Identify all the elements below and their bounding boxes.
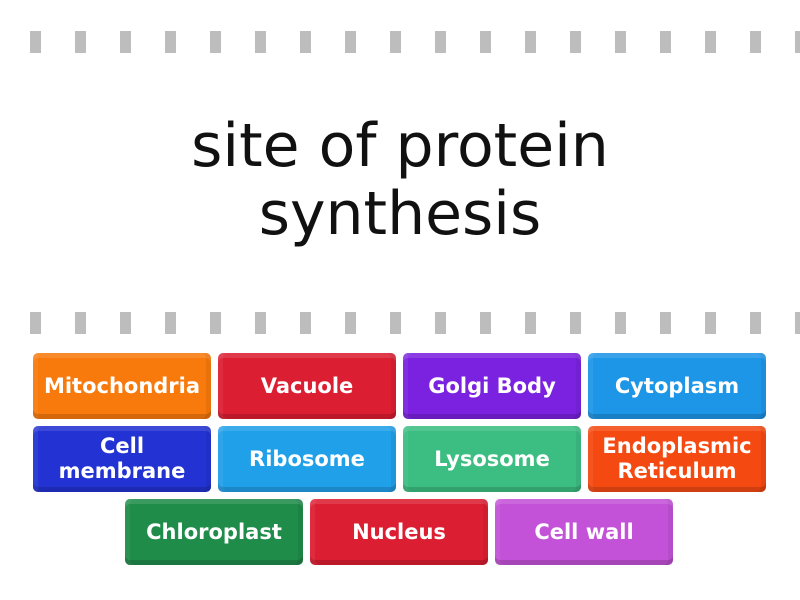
bottom-separator	[0, 312, 800, 334]
separator-dash	[705, 312, 716, 334]
separator-dash	[750, 312, 761, 334]
answer-label: Ribosome	[249, 446, 365, 471]
separator-dash	[390, 312, 401, 334]
separator-dash	[795, 312, 800, 334]
answer-label: Cell wall	[534, 519, 634, 544]
answer-label: Lysosome	[434, 446, 550, 471]
answer-label: Mitochondria	[43, 373, 201, 398]
separator-dash	[30, 312, 41, 334]
separator-dash	[570, 31, 581, 53]
separator-dash	[390, 31, 401, 53]
separator-dash	[570, 312, 581, 334]
separator-dash	[120, 312, 131, 334]
separator-dash	[525, 31, 536, 53]
separator-dash	[165, 312, 176, 334]
separator-dash	[120, 31, 131, 53]
separator-dash	[615, 312, 626, 334]
separator-dash	[660, 312, 671, 334]
answer-label: Endoplasmic Reticulum	[602, 434, 752, 483]
separator-dash	[30, 31, 41, 53]
answer-tile-vacuole[interactable]: Vacuole	[218, 353, 396, 419]
answer-label: Golgi Body	[428, 373, 556, 398]
separator-dash	[480, 31, 491, 53]
answer-tile-chloroplast[interactable]: Chloroplast	[125, 499, 303, 565]
separator-dash	[525, 312, 536, 334]
separator-dash	[75, 31, 86, 53]
answer-tile-nucleus[interactable]: Nucleus	[310, 499, 488, 565]
answer-tile-golgi-body[interactable]: Golgi Body	[403, 353, 581, 419]
separator-dash	[435, 312, 446, 334]
answer-tile-mitochondria[interactable]: Mitochondria	[33, 353, 211, 419]
separator-dash	[75, 312, 86, 334]
top-separator	[0, 31, 800, 53]
answer-label: Chloroplast	[146, 519, 282, 544]
answer-label: Nucleus	[352, 519, 446, 544]
answer-tile-endoplasmic-reticulum[interactable]: Endoplasmic Reticulum	[588, 426, 766, 492]
separator-dash	[615, 31, 626, 53]
separator-dash	[300, 312, 311, 334]
answer-tile-lysosome[interactable]: Lysosome	[403, 426, 581, 492]
separator-dash	[435, 31, 446, 53]
separator-dash	[345, 312, 356, 334]
separator-dash	[795, 31, 800, 53]
answer-tile-cytoplasm[interactable]: Cytoplasm	[588, 353, 766, 419]
answer-label: Vacuole	[260, 373, 354, 398]
separator-dash	[480, 312, 491, 334]
separator-dash	[300, 31, 311, 53]
answer-tile-cell-wall[interactable]: Cell wall	[495, 499, 673, 565]
answer-label: Cell membrane	[58, 434, 186, 483]
separator-dash	[210, 312, 221, 334]
separator-dash	[750, 31, 761, 53]
answer-tile-ribosome[interactable]: Ribosome	[218, 426, 396, 492]
question-prompt: site of protein synthesis	[0, 100, 800, 260]
separator-dash	[660, 31, 671, 53]
answer-tile-cell-membrane[interactable]: Cell membrane	[33, 426, 211, 492]
separator-dash	[255, 31, 266, 53]
separator-dash	[255, 312, 266, 334]
separator-dash	[705, 31, 716, 53]
question-text: site of protein synthesis	[191, 111, 609, 249]
separator-dash	[210, 31, 221, 53]
separator-dash	[345, 31, 356, 53]
answer-label: Cytoplasm	[614, 373, 740, 398]
separator-dash	[165, 31, 176, 53]
